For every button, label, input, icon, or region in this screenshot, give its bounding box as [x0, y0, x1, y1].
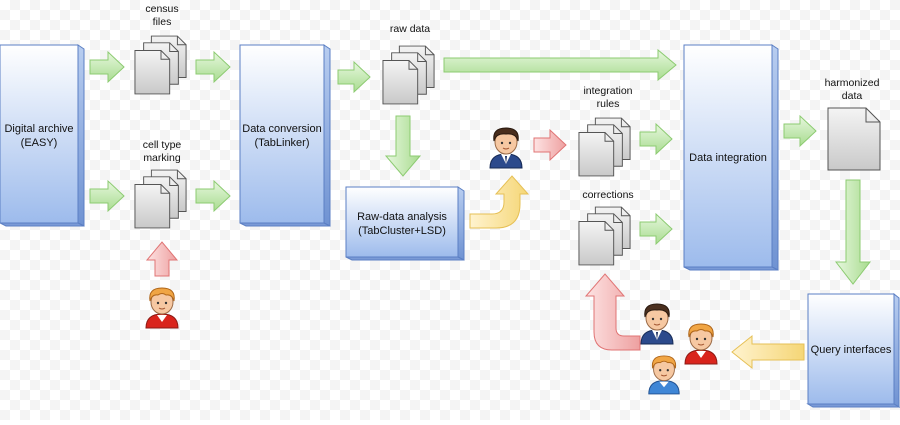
arrow-rawdata-to-analysis: [384, 115, 422, 177]
query-interfaces-label: Query interfaces: [811, 344, 892, 356]
document-stack-icon: [382, 45, 435, 105]
green-arrows: [89, 48, 817, 246]
arrow-conversion-to-rawdata: [337, 60, 371, 94]
person-orange-hair-icon: [648, 355, 680, 395]
arrow-census-to-conversion: [195, 50, 231, 84]
cell-type-marking-label-1: cell type: [143, 139, 182, 151]
doc-harmonized-data: harmonized data: [825, 77, 881, 171]
arrow-harmonized-to-query: [834, 179, 872, 285]
person-dark-hair-icon: [640, 303, 674, 345]
arrow-rawdata-to-integration: [443, 48, 677, 82]
cell-type-marking-label-2: marking: [143, 152, 181, 164]
document-stack-icon: [578, 206, 631, 266]
person-dark-hair-icon: [489, 127, 523, 169]
doc-cell-type-marking: cell type marking: [134, 139, 187, 229]
integration-rules-label-1: integration: [583, 85, 632, 97]
yellow-arrows: [469, 175, 805, 370]
data-conversion-sublabel: (TabLinker): [254, 137, 309, 149]
block-data-integration: Data integration: [683, 44, 779, 271]
green-arrows-vertical: [384, 115, 872, 285]
arrow-archive-to-census: [89, 50, 125, 84]
data-conversion-label: Data conversion: [242, 123, 322, 135]
person-orange-hair-icon: [145, 287, 179, 329]
arrow-analysis-to-expert: [469, 175, 530, 229]
data-integration-label: Data integration: [689, 152, 767, 164]
arrow-users-to-corrections: [584, 273, 641, 351]
block-digital-archive: Digital archive (EASY): [0, 44, 85, 227]
block-raw-data-analysis: Raw-data analysis (TabCluster+LSD): [345, 186, 465, 261]
raw-data-analysis-sublabel: (TabCluster+LSD): [358, 225, 446, 237]
document-icon: [827, 107, 881, 171]
arrow-celltype-to-conversion: [195, 179, 231, 213]
raw-data-analysis-label: Raw-data analysis: [357, 211, 447, 223]
doc-integration-rules: integration rules: [578, 85, 633, 177]
harmonized-data-label-1: harmonized: [825, 77, 880, 89]
doc-census-files: census files: [134, 3, 187, 95]
person-orange-hair-icon: [684, 323, 718, 365]
arrow-corrections-to-integration: [639, 212, 673, 246]
integration-rules-label-2: rules: [597, 98, 620, 110]
census-files-label-2: files: [153, 16, 172, 28]
red-arrows: [145, 128, 641, 351]
harmonized-data-label-2: data: [842, 90, 863, 102]
arrow-rules-to-integration: [639, 122, 673, 156]
block-data-conversion: Data conversion (TabLinker): [239, 44, 331, 227]
arrow-archive-to-celltype: [89, 179, 125, 213]
digital-archive-label: Digital archive: [4, 123, 73, 135]
arrow-expert-to-rules: [533, 128, 567, 162]
document-stack-icon: [134, 35, 187, 95]
raw-data-label: raw data: [390, 23, 430, 35]
document-stack-icon: [578, 117, 631, 177]
doc-corrections: corrections: [578, 189, 634, 266]
arrow-integration-to-harmonized: [783, 114, 817, 148]
corrections-label: corrections: [582, 189, 633, 201]
block-query-interfaces: Query interfaces: [806, 292, 900, 408]
doc-raw-data: raw data: [382, 23, 435, 105]
census-files-label-1: census: [145, 3, 178, 15]
document-stack-icon: [134, 169, 187, 229]
digital-archive-sublabel: (EASY): [21, 137, 58, 149]
arrow-user-to-celltype: [145, 241, 179, 277]
arrow-query-to-users: [731, 334, 805, 370]
